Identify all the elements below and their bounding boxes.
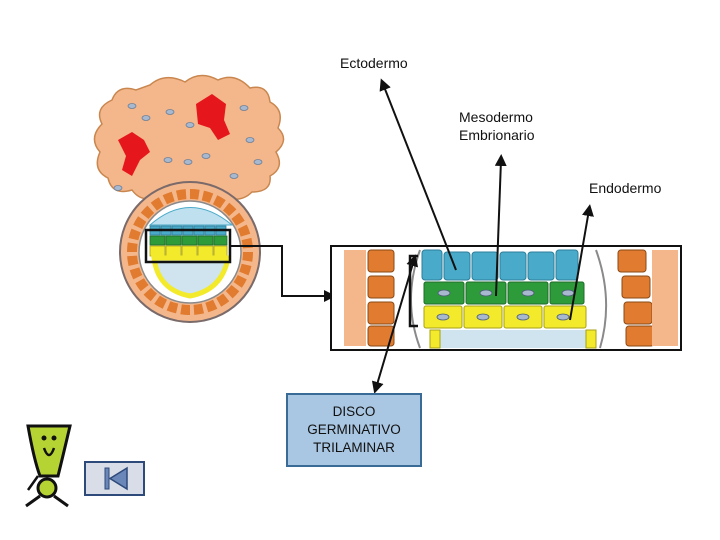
disco-line2: GERMINATIVO [307, 422, 401, 437]
embryo-sphere [119, 181, 261, 323]
ectodermo-label: Ectodermo [340, 55, 408, 71]
disco-arrow [371, 254, 419, 394]
mesodermo-label-line2: Embrionario [459, 127, 535, 143]
disco-germinativo-box: DISCO GERMINATIVO TRILAMINAR [286, 393, 422, 467]
trophoblast [93, 74, 285, 203]
disco-line1: DISCO [332, 404, 376, 419]
mesodermo-label: Mesodermo Embrionario [459, 108, 534, 144]
ectodermo-arrow [379, 78, 457, 271]
endodermo-arrow [569, 204, 594, 321]
back-to-start-button[interactable] [84, 461, 145, 496]
endodermo-label: Endodermo [589, 180, 662, 196]
mesodermo-arrow [494, 154, 507, 297]
mesodermo-label-line1: Mesodermo [459, 109, 533, 125]
trophoblast-red-region [196, 94, 230, 140]
back-to-start-icon [104, 466, 128, 491]
zoom-connector-arrow [230, 245, 336, 302]
zoom-panel [330, 245, 682, 351]
exclamation-mascot-icon [25, 424, 72, 508]
disco-line3: TRILAMINAR [313, 440, 395, 455]
trophoblast-red-region [118, 132, 150, 176]
